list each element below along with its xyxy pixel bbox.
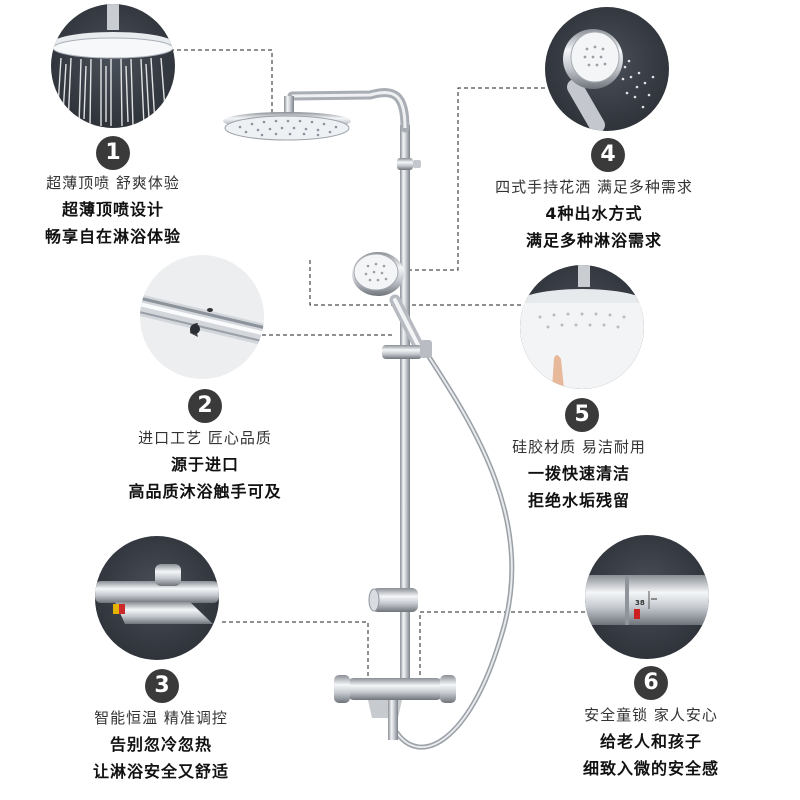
- feature-1-line-1: 超薄顶喷设计: [61, 200, 164, 219]
- rain-shower-head: [223, 112, 351, 141]
- feature-5-thumbnail: [520, 265, 644, 389]
- feature-4-line-1: 4种出水方式: [545, 204, 643, 223]
- feature-3-number-badge: 3: [145, 669, 179, 703]
- feature-2-title: 进口工艺 匠心品质: [138, 429, 272, 447]
- feature-4-thumbnail: [545, 7, 669, 131]
- leader-line-3: [222, 621, 369, 680]
- feature-6-text: 安全童锁 家人安心 给老人和孩子 细致入微的安全感: [536, 702, 766, 782]
- feature-1-line-2: 畅享自在淋浴体验: [44, 227, 181, 246]
- feature-6-temperature-readout: 38: [635, 599, 645, 607]
- feature-2-text: 进口工艺 匠心品质 源于进口 高品质沐浴触手可及: [90, 425, 320, 505]
- feature-1-text: 超薄顶喷 舒爽体验 超薄顶喷设计 畅享自在淋浴体验: [0, 170, 228, 250]
- feature-4-text: 四式手持花洒 满足多种需求 4种出水方式 满足多种淋浴需求: [459, 174, 729, 254]
- leader-line-1: [170, 49, 273, 128]
- feature-3-title: 智能恒温 精准调控: [94, 709, 228, 727]
- feature-3-line-1: 告别忽冷忽热: [109, 735, 212, 754]
- feature-6-thumbnail: 38: [585, 535, 709, 659]
- feature-1-thumbnail: [51, 4, 175, 128]
- feature-5-line-2: 拒绝水垢残留: [527, 491, 630, 510]
- thermostatic-mixer-body: [334, 675, 456, 740]
- feature-5-number-badge: 5: [565, 398, 599, 432]
- handheld-shower-head: [352, 252, 424, 351]
- feature-6-line-1: 给老人和孩子: [599, 732, 702, 751]
- feature-2-number-badge: 2: [188, 389, 222, 423]
- feature-6-number-badge: 6: [634, 666, 668, 700]
- feature-2-thumbnail: [140, 255, 264, 379]
- feature-5-line-1: 一拨快速清洁: [527, 464, 630, 483]
- feature-6-line-2: 细致入微的安全感: [582, 759, 719, 778]
- feature-5-title: 硅胶材质 易洁耐用: [512, 438, 646, 456]
- feature-3-line-2: 让淋浴安全又舒适: [92, 762, 229, 781]
- riser-pipe: [400, 125, 410, 685]
- feature-2-line-2: 高品质沐浴触手可及: [128, 482, 282, 501]
- feature-1-number-badge: 1: [96, 136, 130, 170]
- leader-line-5: [309, 260, 522, 306]
- feature-3-text: 智能恒温 精准调控 告别忽冷忽热 让淋浴安全又舒适: [46, 705, 276, 785]
- leader-line-4: [410, 87, 545, 271]
- feature-4-number-badge: 4: [591, 138, 625, 172]
- feature-5-text: 硅胶材质 易洁耐用 一拨快速清洁 拒绝水垢残留: [464, 434, 694, 514]
- feature-6-title: 安全童锁 家人安心: [584, 706, 718, 724]
- feature-4-title: 四式手持花洒 满足多种需求: [495, 178, 693, 196]
- feature-4-line-2: 满足多种淋浴需求: [525, 231, 662, 250]
- feature-1-title: 超薄顶喷 舒爽体验: [46, 174, 180, 192]
- feature-2-line-1: 源于进口: [170, 455, 239, 474]
- leader-line-6: [419, 611, 585, 690]
- leader-lines: [170, 49, 585, 690]
- feature-3-thumbnail: [95, 536, 219, 660]
